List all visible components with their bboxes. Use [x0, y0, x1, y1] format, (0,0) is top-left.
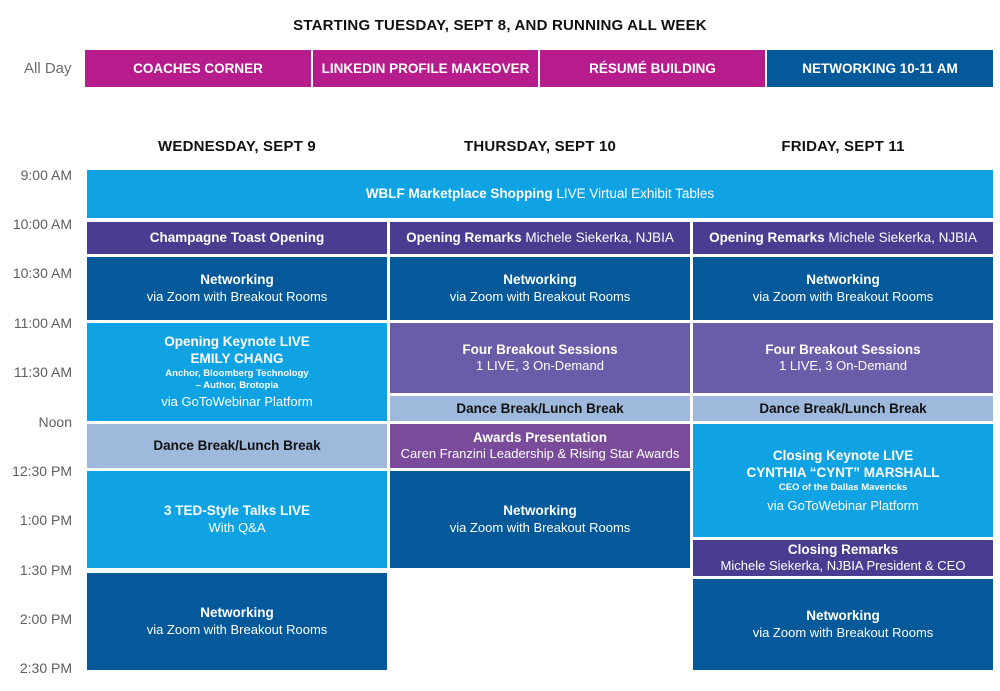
time-label: 10:00 AM — [12, 216, 72, 232]
session-title: Networking — [200, 605, 274, 621]
fri-breakout-sessions[interactable]: Four Breakout Sessions 1 LIVE, 3 On-Dema… — [693, 323, 993, 393]
time-label: 2:00 PM — [19, 611, 72, 627]
thu-networking-2[interactable]: Networking via Zoom with Breakout Rooms — [390, 471, 690, 568]
time-label: 2:30 PM — [19, 660, 72, 676]
session-platform: via GoToWebinar Platform — [161, 394, 313, 410]
wed-networking-1[interactable]: Networking via Zoom with Breakout Rooms — [87, 257, 387, 320]
session-subtitle: Michele Siekerka, NJBIA President & CEO — [720, 558, 966, 574]
session-marketplace[interactable]: WBLF Marketplace Shopping LIVE Virtual E… — [87, 170, 993, 218]
day-heading-thursday: THURSDAY, SEPT 10 — [463, 138, 617, 155]
session-title: Networking — [200, 272, 274, 288]
time-label: 12:30 PM — [12, 463, 72, 479]
session-title: Networking — [503, 272, 577, 288]
speaker-name: CYNTHIA “CYNT” MARSHALL — [746, 465, 940, 481]
session-subtitle: 1 LIVE, 3 On-Demand — [476, 358, 604, 374]
wed-ted-talks[interactable]: 3 TED-Style Talks LIVE With Q&A — [87, 471, 387, 568]
fri-opening-remarks[interactable]: Opening Remarks Michele Siekerka, NJBIA — [693, 222, 993, 254]
thu-networking-1[interactable]: Networking via Zoom with Breakout Rooms — [390, 257, 690, 320]
fri-networking-1[interactable]: Networking via Zoom with Breakout Rooms — [693, 257, 993, 320]
session-subtitle: Caren Franzini Leadership & Rising Star … — [400, 446, 680, 462]
thu-breakout-sessions[interactable]: Four Breakout Sessions 1 LIVE, 3 On-Dema… — [390, 323, 690, 393]
time-label: 10:30 AM — [12, 265, 72, 281]
band-resume-building[interactable]: RÉSUMÉ BUILDING — [540, 50, 765, 87]
time-label: 1:00 PM — [19, 512, 72, 528]
session-title: Opening Remarks — [406, 230, 522, 246]
fri-lunch-break[interactable]: Dance Break/Lunch Break — [693, 396, 993, 421]
session-subtitle: Michele Siekerka, NJBIA — [828, 230, 977, 246]
thu-lunch-break[interactable]: Dance Break/Lunch Break — [390, 396, 690, 421]
session-subtitle: via Zoom with Breakout Rooms — [449, 519, 631, 535]
session-subtitle: Michele Siekerka, NJBIA — [525, 230, 674, 246]
session-title: Four Breakout Sessions — [462, 341, 618, 357]
time-label: 11:30 AM — [13, 364, 72, 380]
session-title: Dance Break/Lunch Break — [153, 438, 321, 454]
fri-closing-keynote[interactable]: Closing Keynote LIVE CYNTHIA “CYNT” MARS… — [693, 424, 993, 537]
session-title: Opening Keynote LIVE — [164, 333, 310, 349]
day-heading-wednesday: WEDNESDAY, SEPT 9 — [158, 138, 316, 155]
session-title: Awards Presentation — [472, 429, 608, 445]
thu-awards-presentation[interactable]: Awards Presentation Caren Franzini Leade… — [390, 424, 690, 468]
session-title: Networking — [806, 608, 880, 624]
speaker-role: Anchor, Bloomberg Technology — [165, 367, 309, 379]
time-label: 1:30 PM — [19, 562, 72, 578]
wed-networking-2[interactable]: Networking via Zoom with Breakout Rooms — [87, 573, 387, 670]
session-title: Opening Remarks — [709, 230, 825, 246]
page-title: STARTING TUESDAY, SEPT 8, AND RUNNING AL… — [293, 17, 707, 34]
time-label: 9:00 AM — [20, 167, 72, 183]
session-subtitle: 1 LIVE, 3 On-Demand — [779, 358, 907, 374]
session-title: WBLF Marketplace Shopping — [365, 186, 553, 202]
wed-champagne-toast[interactable]: Champagne Toast Opening — [87, 222, 387, 254]
session-title: Dance Break/Lunch Break — [759, 400, 927, 416]
thu-opening-remarks[interactable]: Opening Remarks Michele Siekerka, NJBIA — [390, 222, 690, 254]
session-subtitle: via Zoom with Breakout Rooms — [146, 288, 328, 304]
speaker-role: – Author, Brotopia — [195, 379, 279, 391]
session-subtitle: via Zoom with Breakout Rooms — [449, 288, 631, 304]
session-subtitle: LIVE Virtual Exhibit Tables — [556, 186, 715, 202]
all-day-label: All Day — [24, 60, 72, 77]
session-subtitle: With Q&A — [208, 519, 266, 535]
session-subtitle: via Zoom with Breakout Rooms — [752, 624, 934, 640]
wed-lunch-break[interactable]: Dance Break/Lunch Break — [87, 424, 387, 468]
session-title: Networking — [806, 272, 880, 288]
session-title: Four Breakout Sessions — [765, 341, 921, 357]
speaker-name: EMILY CHANG — [190, 351, 284, 367]
session-platform: via GoToWebinar Platform — [767, 497, 919, 513]
session-title: Networking — [503, 503, 577, 519]
session-subtitle: via Zoom with Breakout Rooms — [752, 288, 934, 304]
speaker-role: CEO of the Dallas Mavericks — [778, 481, 908, 493]
wed-opening-keynote[interactable]: Opening Keynote LIVE EMILY CHANG Anchor,… — [87, 323, 387, 421]
session-title: Closing Keynote LIVE — [772, 447, 914, 463]
time-label: 11:00 AM — [13, 315, 72, 331]
session-title: Closing Remarks — [787, 541, 899, 557]
session-title: Champagne Toast Opening — [149, 230, 325, 246]
time-label: Noon — [38, 414, 72, 430]
fri-closing-remarks[interactable]: Closing Remarks Michele Siekerka, NJBIA … — [693, 540, 993, 576]
session-title: Dance Break/Lunch Break — [456, 400, 624, 416]
band-linkedin-makeover[interactable]: LINKEDIN PROFILE MAKEOVER — [313, 50, 538, 87]
fri-networking-2[interactable]: Networking via Zoom with Breakout Rooms — [693, 579, 993, 670]
band-coaches-corner[interactable]: COACHES CORNER — [85, 50, 311, 87]
session-subtitle: via Zoom with Breakout Rooms — [146, 621, 328, 637]
day-heading-friday: FRIDAY, SEPT 11 — [781, 138, 905, 155]
band-networking[interactable]: NETWORKING 10-11 AM — [767, 50, 993, 87]
session-title: 3 TED-Style Talks LIVE — [163, 503, 311, 519]
